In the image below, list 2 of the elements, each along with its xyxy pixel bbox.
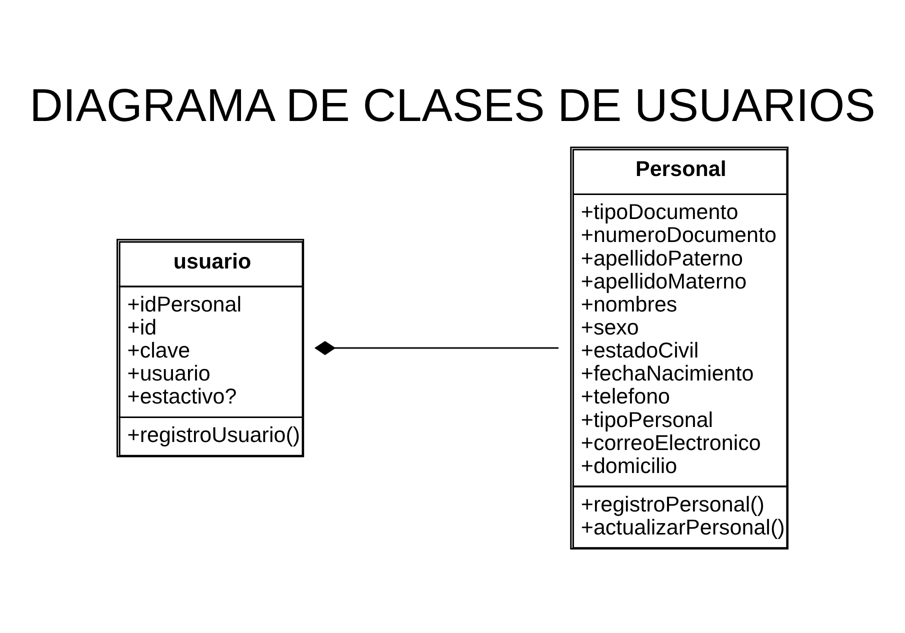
connector [314, 340, 558, 356]
diagram-title: DIAGRAMA DE CLASES DE USUARIOS [30, 79, 876, 132]
